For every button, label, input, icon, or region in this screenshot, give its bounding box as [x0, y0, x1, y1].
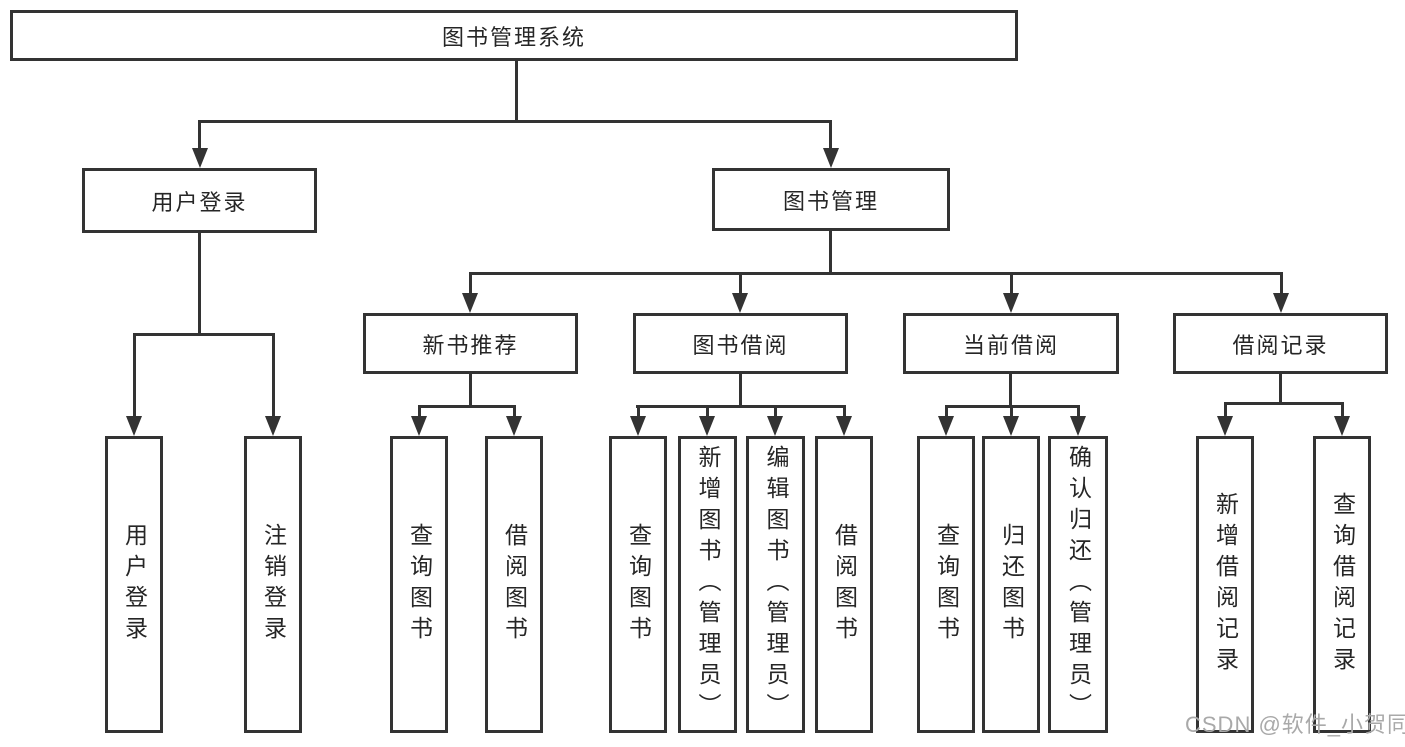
node-label: 当前借阅 — [962, 332, 1059, 358]
node-book-borrowing: 图书借阅 — [633, 313, 848, 374]
leaf-query-books-current: 查询图书 — [917, 436, 975, 733]
node-current-borrowing: 当前借阅 — [903, 313, 1119, 374]
node-label: 图书管理 — [782, 188, 879, 214]
node-label: 查询图书 — [933, 522, 960, 647]
leaf-logout: 注销登录 — [244, 436, 302, 733]
connector-line — [1010, 272, 1013, 295]
node-label: 新增借阅记录 — [1212, 491, 1239, 678]
arrowhead-icon — [938, 416, 954, 436]
connector-line — [739, 374, 742, 408]
leaf-query-books-borrow: 查询图书 — [609, 436, 667, 733]
connector-line — [1077, 405, 1080, 418]
leaf-add-borrow-record: 新增借阅记录 — [1196, 436, 1254, 733]
connector-line — [1280, 272, 1283, 295]
connector-line — [774, 405, 777, 418]
connector-line — [198, 120, 201, 152]
connector-line — [418, 405, 516, 408]
arrowhead-icon — [823, 148, 839, 168]
node-label: 查询借阅记录 — [1329, 491, 1356, 678]
node-label: 新书推荐 — [422, 332, 519, 358]
arrowhead-icon — [192, 148, 208, 168]
node-label: 借阅图书 — [831, 522, 858, 647]
connector-line — [1279, 374, 1282, 405]
connector-line — [706, 405, 709, 418]
connector-line — [198, 120, 832, 123]
connector-line — [133, 333, 275, 336]
connector-line — [515, 61, 518, 122]
connector-line — [469, 374, 472, 408]
connector-line — [1224, 402, 1227, 418]
arrowhead-icon — [699, 416, 715, 436]
connector-line — [829, 231, 832, 275]
node-user-login: 用户登录 — [82, 168, 317, 233]
node-label: 确认归还（管理员） — [1065, 445, 1092, 724]
node-label: 图书借阅 — [692, 332, 789, 358]
node-label: 用户登录 — [151, 189, 248, 215]
arrowhead-icon — [126, 416, 142, 436]
leaf-add-books-admin: 新增图书（管理员） — [678, 436, 737, 733]
connector-line — [636, 405, 845, 408]
node-label: 图书管理系统 — [441, 24, 586, 50]
connector-line — [1341, 402, 1344, 418]
connector-line — [418, 405, 421, 418]
node-label: 借阅图书 — [501, 522, 528, 647]
leaf-query-borrow-record: 查询借阅记录 — [1313, 436, 1371, 733]
node-label: 借阅记录 — [1232, 332, 1329, 358]
connector-line — [945, 405, 948, 418]
arrowhead-icon — [1217, 416, 1233, 436]
connector-line — [739, 272, 742, 295]
arrowhead-icon — [506, 416, 522, 436]
node-borrowing-records: 借阅记录 — [1173, 313, 1388, 374]
leaf-confirm-return-admin: 确认归还（管理员） — [1048, 436, 1108, 733]
leaf-query-books-recommend: 查询图书 — [390, 436, 448, 733]
connector-line — [1010, 405, 1013, 418]
arrowhead-icon — [411, 416, 427, 436]
leaf-borrow-books: 借阅图书 — [815, 436, 873, 733]
arrowhead-icon — [462, 293, 478, 313]
connector-line — [198, 233, 201, 336]
leaf-user-login: 用户登录 — [105, 436, 163, 733]
arrowhead-icon — [767, 416, 783, 436]
arrowhead-icon — [1334, 416, 1350, 436]
connector-line — [1224, 402, 1344, 405]
connector-line — [469, 272, 472, 295]
connector-line — [133, 333, 136, 418]
arrowhead-icon — [1003, 293, 1019, 313]
leaf-borrow-books-recommend: 借阅图书 — [485, 436, 543, 733]
arrowhead-icon — [630, 416, 646, 436]
connector-line — [637, 405, 640, 418]
node-label: 编辑图书（管理员） — [763, 445, 789, 724]
connector-line — [1009, 374, 1012, 408]
node-new-book-recommend: 新书推荐 — [363, 313, 578, 374]
arrowhead-icon — [1070, 416, 1086, 436]
csdn-watermark: CSDN @软件_小贺同学 — [1185, 712, 1405, 737]
node-label: 用户登录 — [121, 522, 148, 647]
node-library-management-system: 图书管理系统 — [10, 10, 1018, 61]
connector-line — [843, 405, 846, 418]
connector-line — [469, 272, 1282, 275]
arrowhead-icon — [836, 416, 852, 436]
node-label: 查询图书 — [625, 522, 652, 647]
connector-line — [272, 333, 275, 418]
connector-line — [829, 120, 832, 152]
node-label: 查询图书 — [406, 522, 433, 647]
node-label: 归还图书 — [998, 522, 1025, 647]
arrowhead-icon — [265, 416, 281, 436]
arrowhead-icon — [1273, 293, 1289, 313]
leaf-return-books: 归还图书 — [982, 436, 1040, 733]
arrowhead-icon — [732, 293, 748, 313]
node-label: 新增图书（管理员） — [695, 445, 721, 724]
node-label: 注销登录 — [260, 522, 287, 647]
arrowhead-icon — [1003, 416, 1019, 436]
node-book-management: 图书管理 — [712, 168, 950, 231]
leaf-edit-books-admin: 编辑图书（管理员） — [746, 436, 805, 733]
connector-line — [513, 405, 516, 418]
